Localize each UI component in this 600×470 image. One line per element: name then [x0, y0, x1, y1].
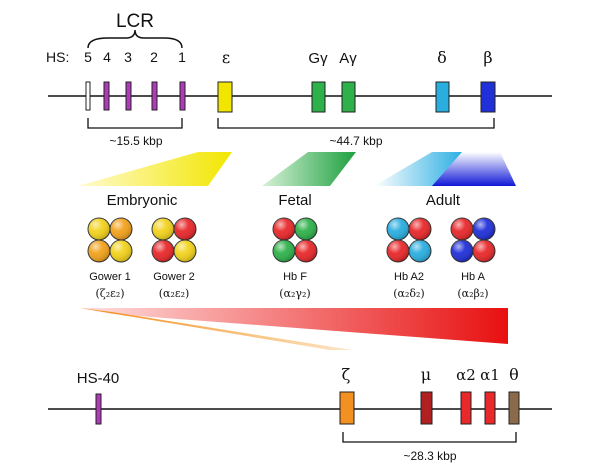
- gene-mu: [420, 391, 433, 425]
- gene-label-a-gamma: Aγ: [339, 50, 357, 67]
- hb-gower-2: Gower 2 (α₂ε₂): [151, 217, 197, 300]
- gene-alpha1: [484, 391, 496, 425]
- zeta-expression-wedge: [80, 308, 352, 350]
- tetramer-gower-1: [87, 217, 133, 263]
- alpha-expression-wedge: [80, 308, 508, 344]
- lcr-title: LCR: [116, 11, 154, 32]
- beta-locus: LCR HS: 5 4 3 2 1 ε Gγ Aγ δ β ~15.5 kbp …: [46, 11, 552, 148]
- alpha-expression-wedges: [80, 308, 508, 350]
- gene-label-theta: θ: [509, 365, 519, 384]
- subunit-shading: [387, 218, 409, 240]
- gene-label-zeta: ζ: [342, 365, 351, 384]
- hb-name-hb-a: Hb A: [461, 271, 486, 283]
- gene-label-alpha1: α1: [480, 366, 500, 384]
- hs-number-3: 3: [124, 49, 132, 65]
- hs-site-1: [179, 81, 186, 111]
- gene-label-mu: μ: [421, 365, 431, 384]
- subunit-shading: [110, 218, 132, 240]
- hs-site-4: [103, 81, 110, 111]
- hs40-site: [95, 393, 102, 425]
- lcr-span-label: ~15.5 kbp: [109, 134, 162, 148]
- tetramer-hb-f: [272, 217, 318, 263]
- hb-formula-gower-2: (α₂ε₂): [159, 287, 190, 300]
- hb-name-hb-a2: Hb A2: [394, 271, 424, 283]
- hb-hb-f: Hb F (α₂γ₂): [272, 217, 318, 300]
- subunit-shading: [110, 240, 132, 262]
- gene-span-label: ~44.7 kbp: [329, 134, 382, 148]
- gene-span-bracket: [217, 118, 495, 129]
- hb-name-hb-f: Hb F: [283, 271, 307, 283]
- subunit-shading: [152, 240, 174, 262]
- gene-label-g-gamma: Gγ: [308, 50, 328, 67]
- subunit-shading: [295, 240, 317, 262]
- subunit-shading: [387, 240, 409, 262]
- gene-label-epsilon: ε: [222, 48, 230, 67]
- subunit-shading: [88, 240, 110, 262]
- gene-label-alpha2: α2: [456, 366, 476, 384]
- lcr-span-bracket: [87, 118, 183, 129]
- hs40-label: HS-40: [77, 370, 120, 387]
- tetramer-hb-a2: [386, 217, 432, 263]
- gene-alpha2: [460, 391, 472, 425]
- hs-site-5: [85, 81, 91, 111]
- gene-a-gamma: [341, 81, 356, 113]
- hb-gower-1: Gower 1 (ζ₂ε₂): [87, 217, 133, 300]
- gene-zeta: [339, 391, 355, 425]
- hb-formula-hb-f: (α₂γ₂): [279, 287, 310, 300]
- hs-prefix: HS:: [46, 49, 69, 65]
- alpha-span-bracket: [342, 432, 517, 443]
- hs-number-2: 2: [150, 49, 158, 65]
- gene-label-beta: β: [483, 48, 492, 67]
- subunit-shading: [451, 240, 473, 262]
- embryonic-expression-wedge: [78, 152, 232, 186]
- subunit-shading: [451, 218, 473, 240]
- subunit-shading: [473, 218, 495, 240]
- hs-number-4: 4: [103, 49, 111, 65]
- subunit-shading: [152, 218, 174, 240]
- gene-delta: [435, 81, 450, 113]
- gene-theta: [508, 391, 520, 425]
- hb-name-gower-2: Gower 2: [153, 271, 195, 283]
- hb-formula-hb-a: (α₂β₂): [457, 287, 488, 300]
- hb-formula-gower-1: (ζ₂ε₂): [95, 287, 124, 300]
- adult-beta-expression-wedge: [432, 152, 516, 186]
- subunit-shading: [88, 218, 110, 240]
- beta-expression-wedges: [78, 152, 516, 186]
- hb-hb-a: Hb A (α₂β₂): [450, 217, 496, 300]
- tetramer-gower-2: [151, 217, 197, 263]
- hb-name-gower-1: Gower 1: [89, 271, 131, 283]
- stage-embryonic: Embryonic: [107, 192, 178, 209]
- subunit-shading: [473, 240, 495, 262]
- alpha-span-label: ~28.3 kbp: [403, 449, 456, 463]
- subunit-shading: [273, 240, 295, 262]
- alpha-locus: HS-40 ζ μ α2 α1 θ ~28.3 kbp: [48, 365, 552, 463]
- lcr-brace: [87, 29, 183, 49]
- tetramer-hb-a: [450, 217, 496, 263]
- stage-labels: Embryonic Fetal Adult: [107, 192, 461, 209]
- hs-number-5: 5: [84, 49, 92, 65]
- gene-epsilon: [217, 81, 233, 113]
- hb-formula-hb-a2: (α₂δ₂): [393, 287, 424, 300]
- subunit-shading: [273, 218, 295, 240]
- subunit-shading: [174, 218, 196, 240]
- gene-beta: [480, 81, 496, 113]
- hs-site-3: [125, 81, 132, 111]
- hemoglobin-tetramers: Gower 1 (ζ₂ε₂) Gower 2 (α₂ε₂) Hb F (α₂γ₂…: [87, 217, 496, 300]
- fetal-expression-wedge: [262, 152, 356, 186]
- gene-g-gamma: [311, 81, 326, 113]
- stage-adult: Adult: [426, 192, 461, 209]
- subunit-shading: [295, 218, 317, 240]
- hb-hb-a2: Hb A2 (α₂δ₂): [386, 217, 432, 300]
- hs-site-2: [151, 81, 158, 111]
- subunit-shading: [409, 218, 431, 240]
- gene-label-delta: δ: [437, 48, 447, 67]
- stage-fetal: Fetal: [278, 192, 311, 209]
- subunit-shading: [409, 240, 431, 262]
- hs-number-1: 1: [178, 49, 186, 65]
- subunit-shading: [174, 240, 196, 262]
